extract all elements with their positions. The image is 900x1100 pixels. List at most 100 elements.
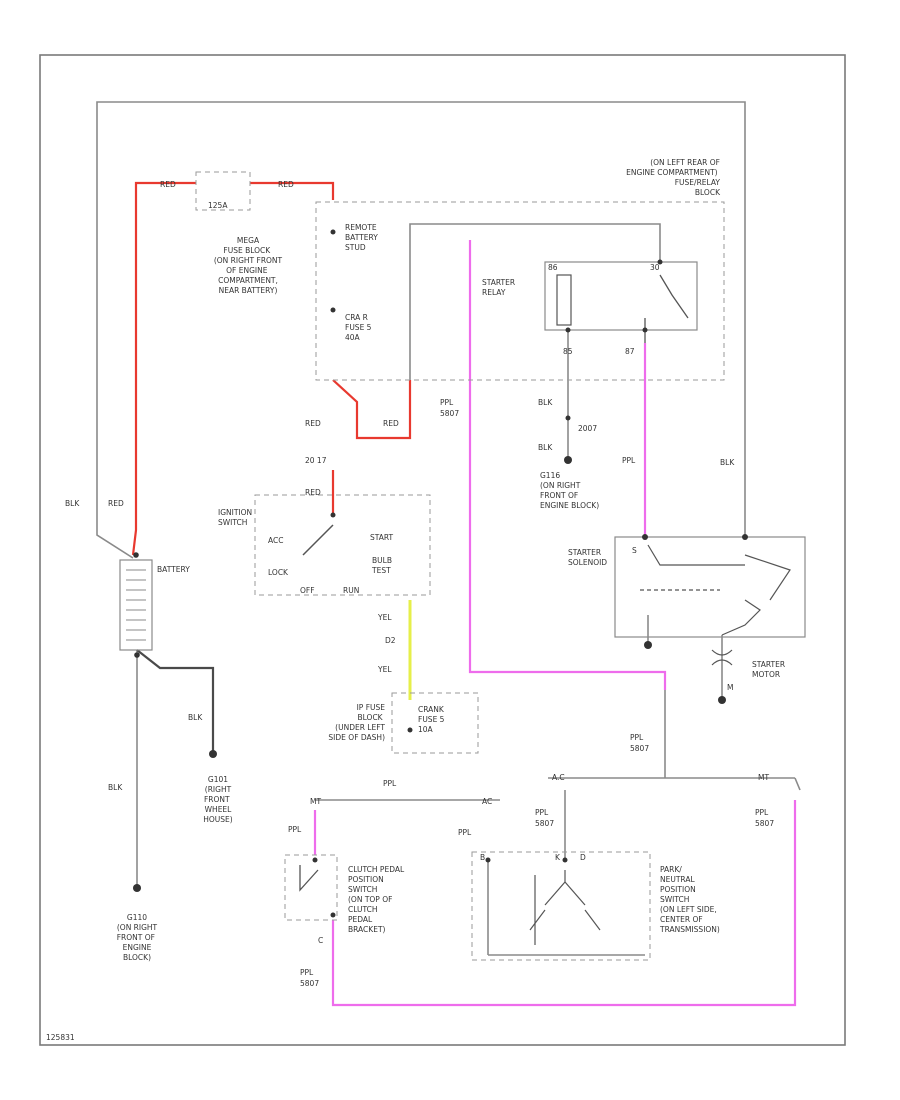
relay-contact bbox=[659, 274, 689, 319]
label-ppl-6: PPL bbox=[458, 828, 472, 837]
label-red-2: RED bbox=[278, 180, 294, 189]
clutch-switch-arm bbox=[299, 865, 319, 892]
label-ppl-2: PPL bbox=[622, 456, 636, 465]
label-blk-1: BLK bbox=[65, 499, 80, 508]
starter-relay-box bbox=[544, 261, 698, 331]
park-neutral-box bbox=[471, 851, 651, 961]
label-ppl-5: PPL bbox=[288, 825, 302, 834]
label-ppl-1: PPL bbox=[440, 398, 454, 407]
ignition-switch-box bbox=[254, 494, 431, 596]
label-ppl-5807d: 5807 bbox=[755, 819, 774, 828]
wire-red-battery-mega bbox=[131, 181, 196, 556]
wire-ppl-clutch-out bbox=[331, 800, 797, 1007]
label-circuit-k: K bbox=[555, 853, 561, 862]
ignition-switch-arm bbox=[302, 524, 334, 556]
label-ppl-3: PPL bbox=[383, 779, 397, 788]
label-circuit-ac: AC bbox=[482, 797, 492, 806]
wire-labels: RED RED 125A RED RED RED RED BLK 20 17 B… bbox=[65, 180, 774, 988]
label-blk-2: BLK bbox=[538, 398, 553, 407]
label-circuit-mt: MT bbox=[310, 797, 321, 806]
label-yel-1: YEL bbox=[377, 613, 392, 622]
label-circuit-s: S bbox=[632, 546, 637, 555]
label-circuit-d2: D2 bbox=[385, 636, 396, 645]
battery-box bbox=[119, 559, 153, 651]
label-blk-6: BLK bbox=[108, 783, 123, 792]
wire-red-mega-remote bbox=[250, 181, 335, 200]
label-blk-3: BLK bbox=[538, 443, 553, 452]
label-ppl-5807c: 5807 bbox=[535, 819, 554, 828]
starter-solenoid-box bbox=[614, 536, 806, 638]
label-ppl-5807b: 5807 bbox=[630, 744, 649, 753]
wire-blk-g101 bbox=[136, 649, 215, 752]
clutch-switch-box bbox=[284, 854, 338, 921]
outer-frame bbox=[39, 54, 846, 1046]
label-run: RUN bbox=[343, 586, 359, 595]
label-circuit-85: 85 bbox=[563, 347, 573, 356]
label-circuit-ac-mt: A.C bbox=[552, 773, 565, 782]
label-circuit-c: C bbox=[318, 936, 323, 945]
gray-wires bbox=[96, 101, 801, 956]
relay-coil bbox=[556, 274, 572, 326]
label-battery: BATTERY bbox=[157, 565, 190, 574]
wire-blk-top-loop bbox=[96, 101, 746, 559]
label-circuit-2007: 2007 bbox=[578, 424, 597, 433]
label-start: START bbox=[370, 533, 394, 542]
label-blk-5: BLK bbox=[188, 713, 203, 722]
label-off: OFF bbox=[300, 586, 315, 595]
label-figure-id: 125831 bbox=[46, 1033, 75, 1042]
label-red-3: RED bbox=[305, 419, 321, 428]
label-ppl-5807e: 5807 bbox=[300, 979, 319, 988]
label-red-4: RED bbox=[383, 419, 399, 428]
label-acc: ACC bbox=[268, 536, 283, 545]
battery-cells bbox=[126, 569, 146, 641]
label-ppl-4: PPL bbox=[630, 733, 644, 742]
motor-symbol bbox=[711, 649, 733, 666]
label-ppl-7: PPL bbox=[535, 808, 549, 817]
label-ppl-5807a: 5807 bbox=[440, 409, 459, 418]
label-circuit-d: D bbox=[580, 853, 586, 862]
ip-fuse-block-box bbox=[391, 692, 479, 754]
pink-wires bbox=[313, 343, 797, 1007]
mega-fuse-box bbox=[195, 171, 251, 211]
label-red-1: RED bbox=[160, 180, 176, 189]
wire-relay-feed bbox=[409, 223, 661, 380]
park-neutral-contacts bbox=[529, 870, 601, 945]
label-red-6: RED bbox=[108, 499, 124, 508]
label-circuit-m: M bbox=[727, 683, 733, 692]
wire-ppl-mt bbox=[794, 777, 801, 791]
label-blk-4: BLK bbox=[720, 458, 735, 467]
red-wires bbox=[131, 181, 412, 556]
wire-ppl-ign-to-tie bbox=[468, 384, 667, 690]
label-circuit-mt2: MT bbox=[758, 773, 769, 782]
label-circuit-87: 87 bbox=[625, 347, 635, 356]
label-ppl-8: PPL bbox=[755, 808, 769, 817]
wire-red-fuse-ignition bbox=[332, 379, 412, 440]
label-circuit-86: 86 bbox=[548, 263, 558, 272]
label-circuit-2017: 20 17 bbox=[305, 456, 327, 465]
solenoid-internals bbox=[640, 544, 791, 636]
label-circuit-b: B bbox=[480, 853, 485, 862]
label-fuse-125a: 125A bbox=[208, 201, 228, 210]
label-yel-2: YEL bbox=[377, 665, 392, 674]
label-ppl-9: PPL bbox=[300, 968, 314, 977]
label-lock: LOCK bbox=[268, 568, 289, 577]
fuse-relay-block-box bbox=[315, 201, 725, 381]
label-red-5: RED bbox=[305, 488, 321, 497]
